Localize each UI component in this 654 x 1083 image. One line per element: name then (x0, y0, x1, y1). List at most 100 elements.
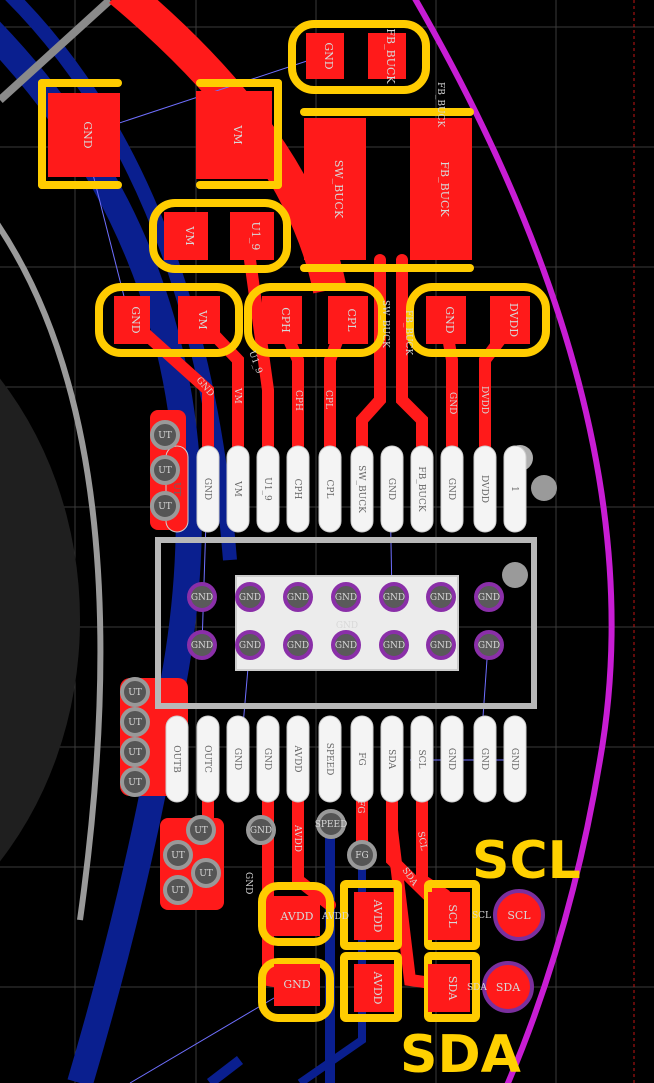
via-ut-e[interactable]: UT (120, 707, 150, 737)
pad-gnd-left[interactable] (48, 93, 120, 177)
thermal-via[interactable]: GND (331, 630, 361, 660)
ic-bottom-pin[interactable]: OUTC (196, 715, 220, 803)
ic-top-pin[interactable]: 1 (503, 445, 527, 533)
ic-bottom-pin[interactable]: GND (473, 715, 497, 803)
ic-top-pin-label: GND (202, 478, 212, 500)
svg-text:UT: UT (158, 502, 172, 512)
pad-sw-buck-big[interactable] (304, 118, 366, 260)
ic-top-pin[interactable]: SW_BUCK (350, 445, 374, 533)
ic-top-pin-label: VM (232, 480, 242, 497)
svg-text:GND: GND (443, 306, 456, 333)
ic-bottom-pin[interactable]: SDA (380, 715, 404, 803)
ic-bottom-pin[interactable]: SCL (410, 715, 434, 803)
via-ut-a[interactable]: UT (150, 420, 180, 450)
svg-text:VM: VM (231, 124, 244, 144)
pad-gnd-row2[interactable] (426, 296, 466, 344)
ic-bottom-pin[interactable]: AVDD (286, 715, 310, 803)
thermal-via-label: GND (383, 641, 405, 651)
thermal-via[interactable]: GND (235, 582, 265, 612)
pad-gnd-row[interactable] (114, 296, 150, 344)
thermal-via[interactable]: GND (474, 582, 504, 612)
pad-u1-9-mid[interactable] (230, 212, 274, 260)
vias[interactable]: UT UT UT UT UT UT UT UT UT UT UT GND SPE… (120, 420, 377, 905)
via-ut-b[interactable]: UT (150, 455, 180, 485)
svg-text:GND: GND (243, 872, 253, 894)
thermal-via[interactable]: GND (426, 582, 456, 612)
pad-avdd-r2[interactable] (354, 964, 394, 1012)
thermal-via[interactable]: GND (331, 582, 361, 612)
via-ut-c[interactable]: UT (150, 491, 180, 521)
pad-scl-bot[interactable] (428, 892, 470, 940)
via-gnd[interactable]: GND (246, 815, 276, 845)
testpoint-sda[interactable]: SDA (482, 961, 534, 1013)
svg-text:UT: UT (194, 826, 208, 836)
ic-top-pin-label: GND (386, 478, 396, 500)
pad-avdd-r1[interactable] (354, 892, 394, 940)
svg-text:GND: GND (250, 826, 272, 836)
pad-cpl-row[interactable] (328, 296, 368, 344)
ic-top-pin[interactable]: VM (226, 445, 250, 533)
ic-top-pin[interactable]: CPH (286, 445, 310, 533)
pad-gnd-bot[interactable] (274, 964, 320, 1006)
pad-fb-buck-top[interactable] (368, 33, 406, 79)
thermal-via[interactable]: GND (379, 630, 409, 660)
thermal-via[interactable]: GND (187, 630, 217, 660)
svg-text:GND: GND (81, 121, 94, 148)
via-ut-i[interactable]: UT (163, 840, 193, 870)
thermal-via[interactable]: GND (426, 630, 456, 660)
ic-top-pin[interactable]: FB_BUCK (410, 445, 434, 533)
thermal-via[interactable]: GND (283, 630, 313, 660)
ic-top-pin[interactable]: U1_9 (256, 445, 280, 533)
svg-text:CPH: CPH (293, 390, 303, 411)
ic-bottom-pin-label: SCL (416, 749, 426, 768)
ic-bottom-pin[interactable]: FG (350, 715, 374, 803)
pad-vm-row[interactable] (178, 296, 220, 344)
via-fg[interactable]: FG (347, 840, 377, 870)
ic-bottom-pin[interactable]: GND (256, 715, 280, 803)
pad-avdd-bot[interactable] (274, 896, 320, 936)
thermal-via-label: GND (335, 641, 357, 651)
via-ut-d[interactable]: UT (120, 677, 150, 707)
thermal-via[interactable]: GND (379, 582, 409, 612)
ic-bottom-pin[interactable]: GND (503, 715, 527, 803)
thermal-via[interactable]: GND (187, 582, 217, 612)
ic-bottom-pin[interactable]: GND (440, 715, 464, 803)
pad-gnd-top[interactable] (306, 33, 344, 79)
ic-bottom-pin[interactable]: OUTB (165, 715, 189, 803)
svg-text:UT: UT (158, 466, 172, 476)
pad-sda-bot[interactable] (428, 964, 470, 1012)
ic-top-pin[interactable]: GND (380, 445, 404, 533)
ic-top-pin[interactable]: GND (440, 445, 464, 533)
ic-top-pin[interactable]: CPL (318, 445, 342, 533)
pad-vm-mid[interactable] (164, 212, 208, 260)
pad-fb-buck-big[interactable] (410, 118, 472, 260)
via-speed[interactable]: SPEED (315, 809, 348, 839)
svg-text:DVDD: DVDD (479, 386, 489, 414)
thermal-via[interactable]: GND (283, 582, 313, 612)
via-ut-k[interactable]: UT (163, 875, 193, 905)
pad-vm-big[interactable] (196, 91, 272, 179)
pad-cph-row[interactable] (262, 296, 302, 344)
ic-bottom-pin[interactable]: SPEED (318, 715, 342, 803)
ic-bottom-pin-label: SPEED (324, 743, 334, 776)
ic-top-pin[interactable]: GND (196, 445, 220, 533)
svg-text:FB_BUCK: FB_BUCK (435, 82, 445, 127)
thermal-via[interactable]: GND (474, 630, 504, 660)
via-ut-g[interactable]: UT (120, 767, 150, 797)
thermal-pad[interactable] (235, 575, 459, 671)
thermal-via[interactable]: GND (235, 630, 265, 660)
ic-bottom-pin-label: GND (262, 748, 272, 770)
testpoint-scl[interactable]: SCL (493, 889, 545, 941)
ic-top-pin[interactable]: DVDD (473, 445, 497, 533)
via-ut-h[interactable]: UT (186, 815, 216, 845)
thermal-vias[interactable]: GND GND GND GND GND GND GND GND GND GND GND GND GND G… (187, 582, 504, 660)
pad-dvdd-row[interactable] (490, 296, 530, 344)
ic-bottom-pin[interactable]: GND (226, 715, 250, 803)
svg-text:GND: GND (447, 392, 457, 414)
smd-pads[interactable] (48, 33, 530, 1012)
via-ut-f[interactable]: UT (120, 737, 150, 767)
via-ut-j[interactable]: UT (191, 858, 221, 888)
